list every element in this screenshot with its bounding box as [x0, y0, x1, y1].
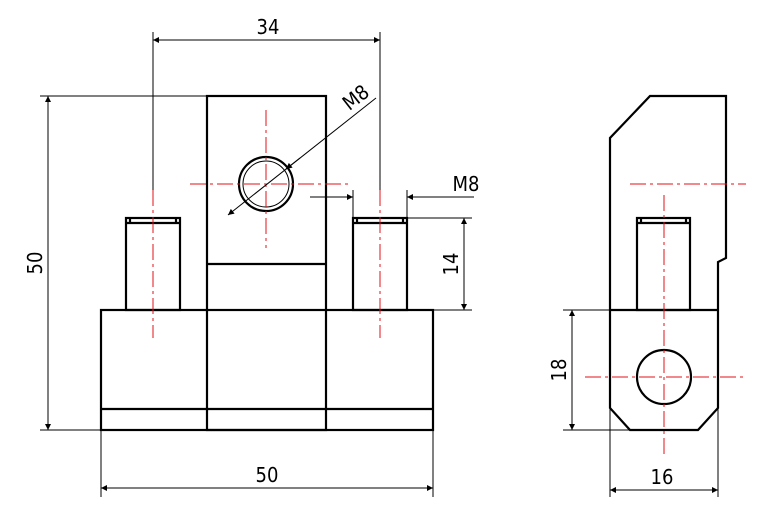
- dimension-34: 34: [152, 15, 381, 190]
- dimension-18-label: 18: [547, 359, 571, 382]
- dimension-50-horizontal-label: 50: [256, 463, 279, 487]
- dimension-50-vertical-label: 50: [23, 252, 47, 275]
- stud-thread-label: M8: [453, 172, 480, 196]
- side-view: 18 16: [547, 94, 746, 497]
- dimension-50-horizontal: 50: [100, 430, 434, 497]
- hole-thread-label: M8: [338, 80, 374, 116]
- dimension-16: 16: [609, 408, 719, 497]
- front-view: 34 50 50 M8 M8: [23, 15, 479, 497]
- hole-thread-callout: M8: [227, 80, 377, 216]
- dimension-14-label: 14: [439, 253, 463, 276]
- dimension-50-vertical: 50: [23, 95, 207, 431]
- dimension-34-label: 34: [257, 15, 280, 39]
- dimension-16-label: 16: [651, 465, 674, 489]
- stud-thread-callout: M8: [310, 172, 479, 218]
- base-block: [99, 308, 435, 432]
- side-profile: [608, 94, 728, 432]
- dimension-18: 18: [547, 309, 630, 431]
- dimension-14: 14: [407, 217, 472, 311]
